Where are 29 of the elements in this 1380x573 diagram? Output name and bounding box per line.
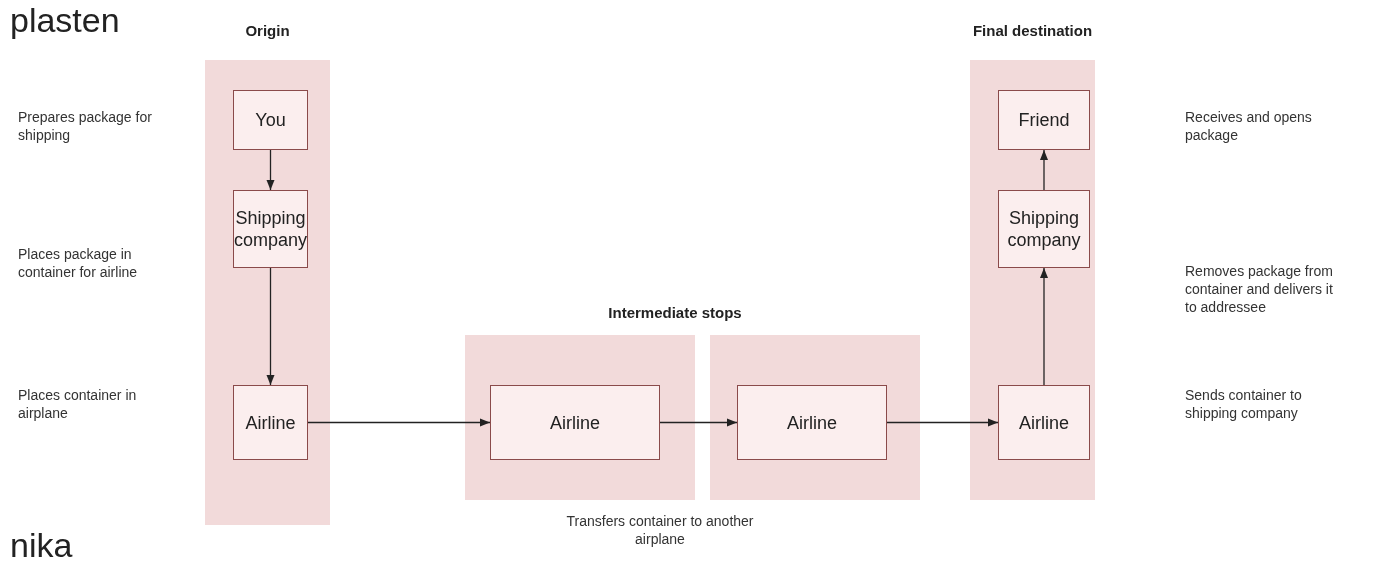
- arrow: [266, 149, 275, 191]
- step-description: Places package in container for airline: [18, 245, 139, 281]
- process-box: Airline: [233, 385, 308, 460]
- arrow: [307, 418, 491, 427]
- process-box: Shipping company: [233, 190, 308, 268]
- step-description: Receives and opens package: [1185, 108, 1313, 144]
- arrow: [659, 418, 738, 427]
- arrow: [266, 267, 275, 386]
- step-description: Places container in airplane: [18, 386, 138, 422]
- slide-text: nika: [10, 525, 74, 565]
- step-description: Removes package from container and delivers it to addressee: [1185, 262, 1334, 316]
- stage-panel: [710, 335, 920, 500]
- step-description: Transfers container to another airplane: [565, 512, 755, 548]
- process-box: You: [233, 90, 308, 150]
- arrow: [886, 418, 999, 427]
- process-box: Shipping company: [998, 190, 1090, 268]
- group-heading: Intermediate stops: [607, 303, 743, 323]
- stage-panel: [465, 335, 695, 500]
- stage-heading: Origin: [244, 21, 291, 41]
- arrow: [1039, 149, 1049, 191]
- step-description: Prepares package for shipping: [18, 108, 153, 144]
- slide-text: plasten: [10, 0, 121, 40]
- arrow: [1039, 267, 1049, 386]
- process-box: Airline: [490, 385, 660, 460]
- stage-heading: Final destination: [971, 21, 1094, 41]
- process-box: Friend: [998, 90, 1090, 150]
- step-description: Sends container to shipping company: [1185, 386, 1303, 422]
- process-box: Airline: [998, 385, 1090, 460]
- process-box: Airline: [737, 385, 887, 460]
